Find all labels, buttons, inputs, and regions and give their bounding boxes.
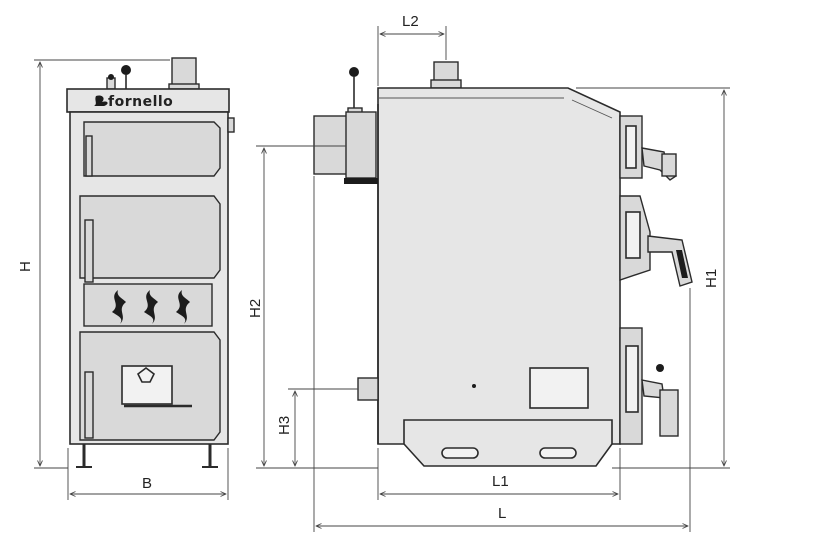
front-view — [66, 57, 235, 468]
brand-logo: fornello — [94, 94, 173, 110]
return-pipe — [357, 377, 379, 401]
rating-plate — [529, 367, 589, 409]
dimension-lines — [34, 26, 730, 532]
ash-tray — [403, 419, 613, 467]
side-lower-door — [619, 327, 679, 445]
dim-label-h: H — [17, 261, 34, 272]
front-upper-door — [83, 121, 221, 177]
brand-name: fornello — [108, 94, 173, 110]
side-upper-door — [619, 115, 678, 181]
front-top-knob — [106, 65, 131, 90]
dim-label-l1: L1 — [492, 473, 509, 490]
side-middle-door — [619, 195, 693, 287]
dim-label-h3: H3 — [276, 416, 293, 435]
rear-flue-collar — [313, 115, 351, 175]
dim-label-l2: L2 — [402, 13, 419, 30]
dim-label-h1: H1 — [703, 269, 720, 288]
dimension-labels: H B L2 H2 H3 H1 L1 L — [17, 13, 720, 522]
fornello-logo-icon — [94, 95, 108, 106]
dim-label-l: L — [498, 505, 506, 522]
dim-label-b: B — [142, 475, 152, 492]
dim-label-h2: H2 — [247, 299, 264, 318]
side-view — [313, 61, 693, 467]
door-handle-icon — [84, 135, 94, 439]
front-middle-door — [79, 195, 221, 279]
front-ash-window — [121, 365, 173, 405]
flame-icon — [112, 290, 190, 324]
